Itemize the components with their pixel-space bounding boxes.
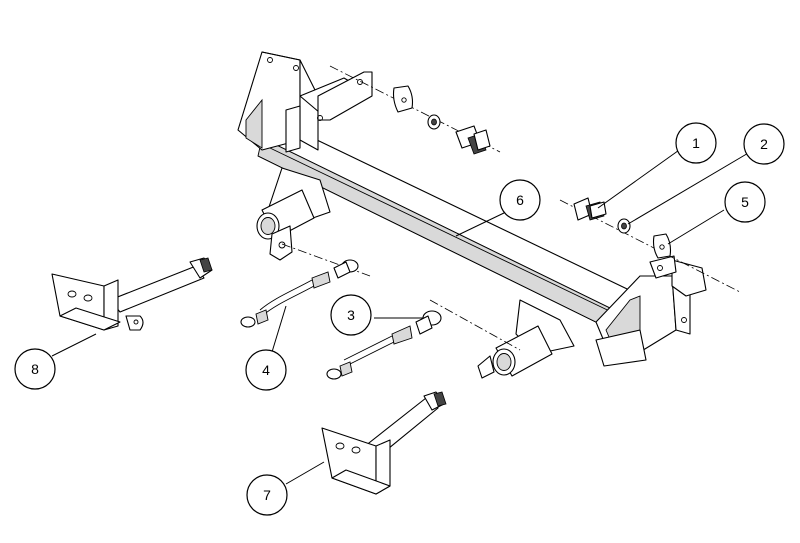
callout-5-label: 5 <box>741 194 749 210</box>
tow-arm-left <box>51 257 213 331</box>
callout-2-label: 2 <box>760 136 768 152</box>
callout-2: 2 <box>743 123 785 165</box>
callout-4-label: 4 <box>262 362 270 378</box>
safety-cable-right <box>326 299 521 380</box>
callout-7: 7 <box>246 474 288 516</box>
callout-8-label: 8 <box>31 361 39 377</box>
callout-8: 8 <box>14 348 56 390</box>
callout-4: 4 <box>245 349 287 391</box>
callout-1: 1 <box>675 122 717 164</box>
callout-1-label: 1 <box>692 135 700 151</box>
callout-6-label: 6 <box>516 192 524 208</box>
callout-3: 3 <box>330 294 372 336</box>
callout-6: 6 <box>499 179 541 221</box>
safety-cable-left <box>240 243 371 328</box>
callout-5: 5 <box>724 181 766 223</box>
crossbar-bracket <box>237 51 707 379</box>
callout-3-label: 3 <box>347 307 355 323</box>
callout-7-label: 7 <box>263 487 271 503</box>
leader-lines <box>51 147 751 485</box>
upper-hardware <box>329 65 501 155</box>
tow-arm-right <box>321 391 447 495</box>
